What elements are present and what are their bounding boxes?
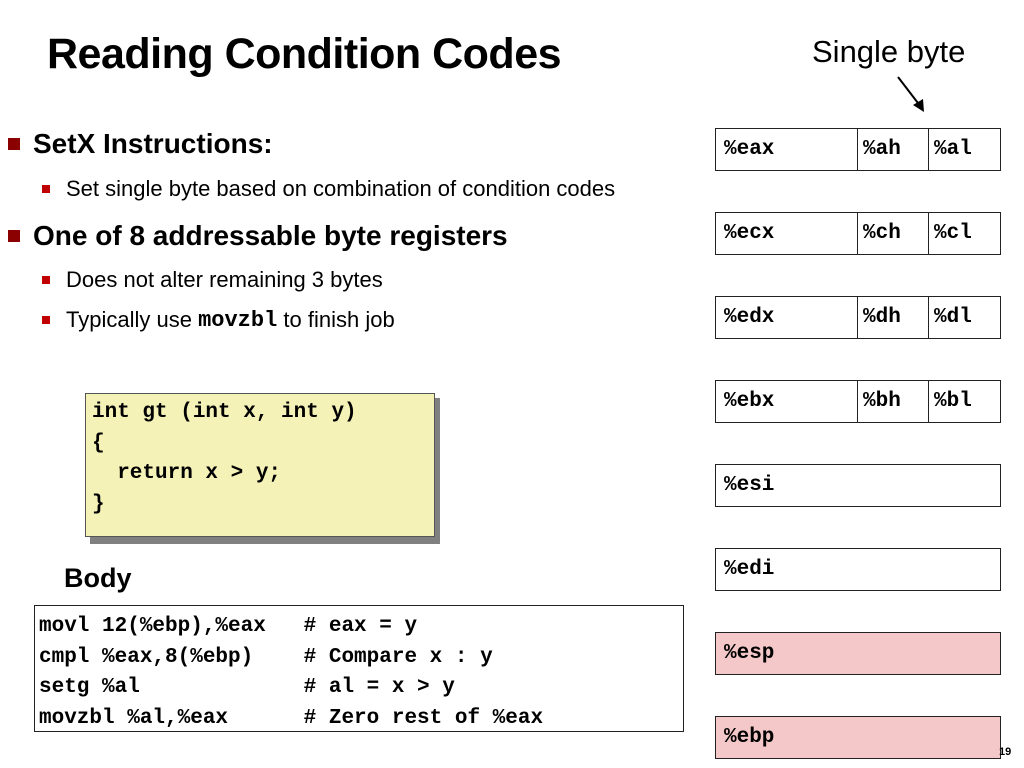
register-esi: %esi [715, 464, 1001, 507]
subbullet-movzbl: Typically use movzbl to finish job [42, 307, 395, 333]
asm-line: movzbl %al,%eax # Zero rest of %eax [39, 706, 544, 730]
register-high-byte: %dh [858, 297, 929, 338]
register-ebx: %ebx %bh %bl [715, 380, 1001, 423]
register-edi: %edi [715, 548, 1001, 591]
page-number: 19 [999, 746, 1012, 758]
asm-line: movl 12(%ebp),%eax # eax = y [39, 615, 418, 638]
c-code-line: { [92, 431, 105, 455]
subbullet-text-post: to finish job [277, 307, 395, 332]
register-esp: %esp [715, 632, 1001, 675]
assembly-code-box: movl 12(%ebp),%eax # eax = y cmpl %eax,8… [34, 605, 684, 732]
c-code-line: } [92, 492, 105, 516]
bullet-setx: SetX Instructions: [8, 128, 273, 160]
bullet-text: SetX Instructions: [33, 128, 273, 159]
bullet-square-icon [8, 138, 20, 150]
register-name: %esi [724, 474, 775, 497]
register-name: %ecx [716, 213, 858, 254]
register-name: %ebx [716, 381, 858, 422]
subbullet-text: Does not alter remaining 3 bytes [66, 267, 383, 292]
single-byte-annotation: Single byte [812, 34, 966, 69]
register-high-byte: %ah [858, 129, 929, 170]
register-high-byte: %bh [858, 381, 929, 422]
register-eax: %eax %ah %al [715, 128, 1001, 171]
subbullet-square-icon [42, 276, 50, 284]
register-low-byte: %bl [934, 390, 972, 413]
c-code-line: return x > y; [92, 462, 282, 485]
subbullet-square-icon [42, 316, 50, 324]
asm-line: cmpl %eax,8(%ebp) # Compare x : y [39, 645, 493, 669]
inline-code-movzbl: movzbl [198, 307, 278, 333]
c-code-box: int gt (int x, int y) { return x > y; } [85, 393, 435, 537]
slide-title: Reading Condition Codes [47, 30, 562, 78]
c-code-line: int gt (int x, int y) [92, 401, 357, 424]
subbullet-set-single-byte: Set single byte based on combination of … [42, 176, 615, 202]
asm-line: setg %al # al = x > y [39, 676, 455, 699]
register-name: %eax [716, 129, 858, 170]
register-name: %edx [716, 297, 858, 338]
register-edx: %edx %dh %dl [715, 296, 1001, 339]
subbullet-text: Set single byte based on combination of … [66, 176, 616, 201]
bullet-square-icon [8, 230, 20, 242]
register-name: %edi [724, 558, 775, 581]
subbullet-square-icon [42, 185, 50, 193]
register-name: %esp [724, 642, 775, 665]
register-low-byte: %al [934, 138, 972, 161]
body-label: Body [64, 563, 132, 593]
bullet-byte-registers: One of 8 addressable byte registers [8, 220, 508, 252]
arrow-icon [897, 76, 924, 112]
register-high-byte: %ch [858, 213, 929, 254]
register-ebp: %ebp [715, 716, 1001, 759]
subbullet-text-pre: Typically use [66, 307, 199, 332]
register-ecx: %ecx %ch %cl [715, 212, 1001, 255]
bullet-text: One of 8 addressable byte registers [33, 220, 508, 251]
register-low-byte: %cl [934, 222, 972, 245]
register-name: %ebp [724, 726, 775, 749]
register-low-byte: %dl [934, 306, 972, 329]
subbullet-not-alter: Does not alter remaining 3 bytes [42, 267, 383, 293]
